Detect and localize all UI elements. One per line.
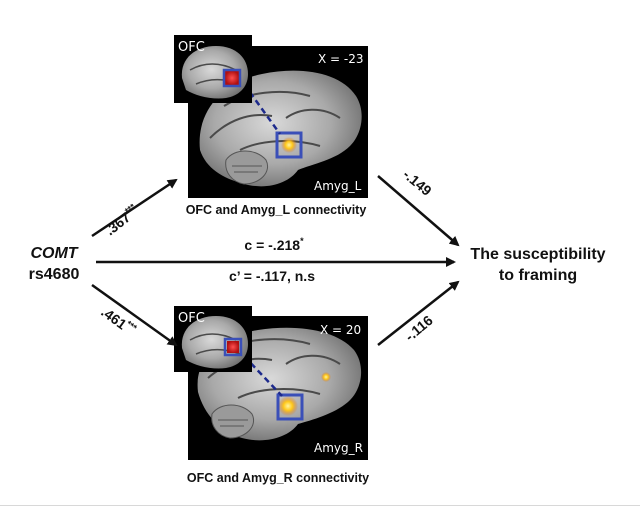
path-a2-coefficient: .461*** bbox=[98, 303, 139, 339]
top-coord-label: X = -23 bbox=[318, 52, 364, 66]
outcome-label-line1: The susceptibility bbox=[470, 246, 605, 263]
direct-effect-label: c’ = -.117, n.s bbox=[229, 268, 315, 284]
bottom-brain-panel: OFC X = 20 Amyg_R bbox=[174, 306, 368, 460]
top-region-label: Amyg_L bbox=[314, 179, 362, 193]
bottom-ofc-label: OFC bbox=[178, 311, 205, 326]
path-b2-coefficient: -.116 bbox=[402, 312, 436, 344]
bottom-region-label: Amyg_R bbox=[314, 441, 363, 455]
comt-gene-label: COMT bbox=[30, 245, 78, 262]
total-effect-label: c = -.218* bbox=[244, 236, 304, 253]
bottom-connectivity-line bbox=[243, 355, 283, 397]
bottom-coord-label: X = 20 bbox=[320, 323, 361, 337]
bottom-cortical-activation bbox=[321, 372, 331, 382]
arrow-gene-to-top-mediator bbox=[91, 178, 178, 238]
bottom-amygdala-roi-box bbox=[276, 393, 304, 421]
top-brain-panel: OFC X = -23 Amyg_L bbox=[174, 35, 368, 198]
path-b1-coefficient: -.149 bbox=[400, 166, 435, 199]
top-amygdala-roi-box bbox=[275, 131, 303, 159]
top-panel-caption: OFC and Amyg_L connectivity bbox=[186, 203, 367, 217]
top-ofc-roi-box bbox=[222, 68, 242, 88]
arrow-top-mediator-to-outcome bbox=[377, 175, 460, 247]
outcome-label-line2: to framing bbox=[499, 267, 577, 284]
arrow-bottom-mediator-to-outcome bbox=[377, 280, 460, 346]
bottom-amygdala-activation bbox=[278, 396, 298, 416]
bottom-ofc-roi-box bbox=[223, 337, 243, 357]
top-amygdala-activation bbox=[281, 137, 297, 153]
top-ofc-label: OFC bbox=[178, 40, 205, 55]
bottom-divider bbox=[0, 505, 640, 506]
arrow-gene-to-bottom-mediator bbox=[91, 283, 178, 347]
snp-label: rs4680 bbox=[29, 266, 80, 283]
bottom-panel-caption: OFC and Amyg_R connectivity bbox=[187, 471, 369, 485]
